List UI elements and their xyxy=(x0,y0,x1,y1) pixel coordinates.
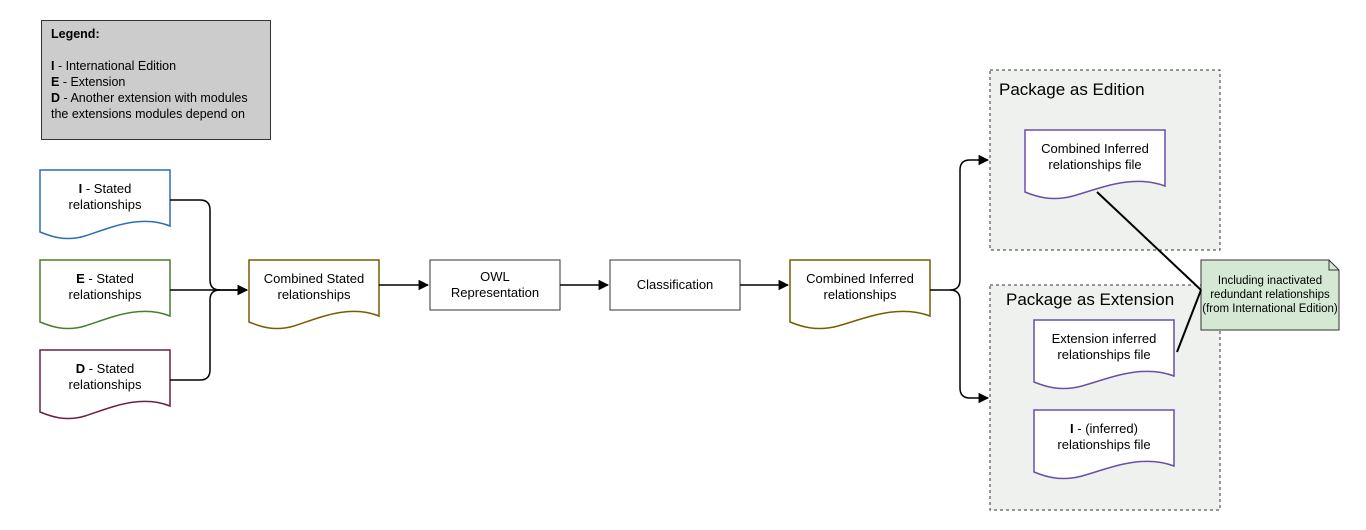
legend-title: Legend: xyxy=(51,27,100,41)
owl-line2: Representation xyxy=(450,285,540,300)
input-sep: - xyxy=(85,361,97,376)
combined-inferred-line1: Combined Inferred xyxy=(806,271,914,286)
connector-I-to-combined xyxy=(170,199,249,296)
input-line2: relationships xyxy=(68,377,142,392)
note-shape xyxy=(1200,259,1340,331)
input-key: D xyxy=(75,361,86,376)
input-doc-shape-I xyxy=(39,169,171,240)
classification-box-shape xyxy=(609,259,741,311)
input-line2: relationships xyxy=(68,197,142,212)
international-inferred-line1: (inferred) xyxy=(1085,421,1138,436)
input-key: E xyxy=(76,271,85,286)
extension-file-doc-shape xyxy=(1033,319,1175,390)
legend-text: Another extension with modules the exten… xyxy=(51,91,248,121)
legend-box: Legend: I - International Edition E - Ex… xyxy=(41,20,271,140)
combined-stated-line1: Combined Stated xyxy=(263,271,365,286)
combined-stated-line2: relationships xyxy=(277,287,351,302)
input-line1: Stated xyxy=(96,361,135,376)
legend-item-E: E - Extension xyxy=(51,74,261,90)
note-fold xyxy=(1328,260,1339,271)
legend-key: I xyxy=(51,59,55,73)
input-doc-shape-D xyxy=(39,349,171,420)
legend-sep: - xyxy=(60,91,71,105)
extension-file-line1: Extension inferred xyxy=(1051,331,1157,346)
extension-package-container xyxy=(989,284,1221,511)
edition-file-line1: Combined Inferred xyxy=(1041,141,1149,156)
combined-inferred-doc-shape xyxy=(789,259,931,330)
international-inferred-label: I - (inferred)relationships file xyxy=(1034,416,1174,458)
legend-text: International Edition xyxy=(65,59,177,73)
legend-text: Extension xyxy=(70,75,126,89)
input-sep: - xyxy=(84,271,97,286)
international-inferred-line2: relationships file xyxy=(1057,437,1151,452)
connector-inferred-to-edition xyxy=(930,154,990,291)
input-doc-shape-E xyxy=(39,259,171,330)
owl-line1: OWL xyxy=(480,269,510,284)
legend-sep: - xyxy=(59,75,71,89)
legend-sep: - xyxy=(54,59,66,73)
international-inferred-doc-shape xyxy=(1033,409,1175,480)
legend-item-I: I - International Edition xyxy=(51,58,261,74)
connector-D-to-combined xyxy=(170,289,221,381)
note-link-edition xyxy=(1096,191,1202,291)
file-key: I xyxy=(1070,421,1074,436)
edition-file-doc-shape xyxy=(1024,129,1166,200)
input-sep: - xyxy=(82,181,94,196)
extension-file-line2: relationships file xyxy=(1057,347,1151,362)
file-sep: - xyxy=(1073,421,1086,436)
input-line1: Stated xyxy=(96,271,134,286)
owl-box-shape xyxy=(429,259,561,311)
note-label: Including inactivated redundant relation… xyxy=(1202,275,1338,315)
legend-key: D xyxy=(51,91,61,105)
combined-stated-doc-shape xyxy=(248,259,380,330)
input-line1: Stated xyxy=(93,181,132,196)
input-key: I xyxy=(78,181,83,196)
extension-package-title: Package as Extension xyxy=(1006,290,1175,309)
classification-label: Classification xyxy=(610,260,740,310)
classification-text: Classification xyxy=(636,277,714,292)
legend-item-D: D - Another extension with modules the e… xyxy=(51,90,261,122)
combined-inferred-line2: relationships xyxy=(823,287,897,302)
edition-file-line2: relationships file xyxy=(1048,157,1142,172)
connector-inferred-to-extension xyxy=(949,289,990,404)
edition-package-title: Package as Edition xyxy=(999,80,1145,99)
input-line2: relationships xyxy=(68,287,142,302)
note-link-extension xyxy=(1176,289,1202,353)
legend-key: E xyxy=(51,75,60,89)
